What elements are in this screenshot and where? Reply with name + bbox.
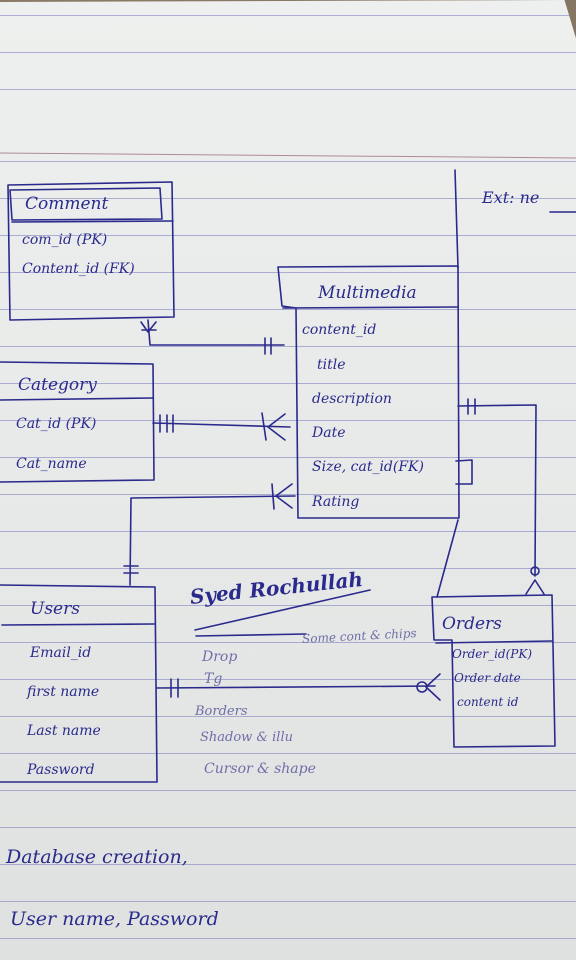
comment-attr-2: Content_id (FK) [22, 261, 135, 277]
users-attr-1: Email_id [30, 645, 92, 661]
category-attr-2: Cat_name [16, 456, 87, 472]
orders-attr-2: Order date [454, 671, 521, 685]
side-note-1: Drop [202, 649, 238, 665]
users-attr-3: Last name [27, 723, 101, 739]
side-note-2: Tg [204, 671, 223, 687]
margin-line [0, 152, 576, 159]
multimedia-title: Multimedia [318, 283, 417, 303]
signature-underline [194, 589, 371, 637]
users-attr-4: Password [27, 762, 95, 778]
orders-attr-1: Order_id(PK) [452, 647, 533, 661]
multimedia-orders-relationship [457, 398, 545, 595]
side-note-4: Shadow & illu [200, 730, 293, 745]
category-title: Category [18, 375, 97, 395]
multimedia-attr-4: Date [312, 425, 346, 441]
bottom-note-2: User name, Password [10, 908, 219, 930]
category-entity-box [0, 361, 155, 483]
users-multimedia-relationship [123, 483, 296, 586]
comment-title: Comment [25, 194, 109, 214]
side-note-5: Cursor & shape [204, 761, 316, 777]
users-attr-2: first name [27, 684, 100, 700]
margin-note: Ext: ne [482, 188, 540, 207]
comment-attr-1: com_id (PK) [22, 232, 108, 248]
orders-entity-box [431, 594, 556, 748]
category-multimedia-relationship [152, 412, 291, 441]
bottom-note-1: Database creation, [6, 846, 188, 868]
orders-title: Orders [442, 614, 502, 634]
comment-entity-box [7, 181, 175, 321]
multimedia-attr-2: title [317, 357, 346, 373]
multimedia-attr-1: content_id [302, 322, 377, 338]
right-vertical-line [436, 169, 459, 598]
multimedia-attr-6: Rating [312, 494, 360, 510]
category-attr-1: Cat_id (PK) [16, 416, 97, 432]
multimedia-attr-5: Size, cat_id(FK) [312, 459, 424, 475]
comment-multimedia-relationship [140, 319, 285, 355]
side-note-3: Borders [195, 704, 248, 719]
users-orders-relationship [156, 673, 441, 701]
multimedia-attr-3: description [312, 391, 392, 407]
orders-attr-3: content id [457, 695, 519, 709]
users-title: Users [30, 599, 80, 619]
users-entity-box [0, 584, 158, 783]
